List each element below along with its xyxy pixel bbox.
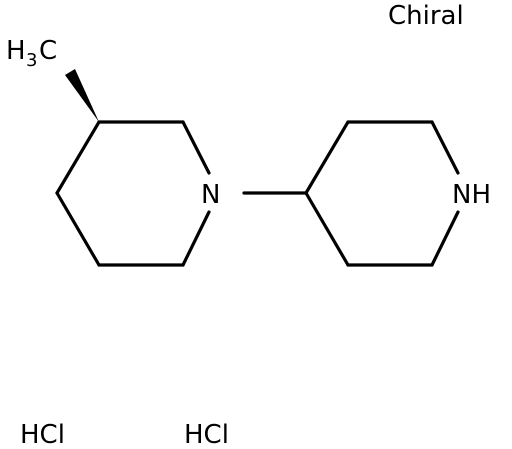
bond-n1-c6 [181, 210, 211, 267]
bond-c4p-c3p [304, 120, 350, 195]
wedge-bond-methyl [65, 69, 99, 122]
bond-c5p-c4p [304, 191, 350, 267]
bond-c2-n1 [181, 120, 211, 175]
methyl-h: H [6, 36, 26, 66]
bond-c4-c3 [55, 120, 101, 195]
methyl-c: C [39, 36, 57, 66]
chiral-annotation: Chiral [388, 1, 464, 31]
bond-c5-c4 [55, 191, 101, 267]
methyl-group-label: H 3 C [6, 36, 57, 71]
piperidine-ring-right [304, 120, 460, 267]
salt-hcl-1: HCl [20, 420, 65, 449]
bond-c2p-n1p [430, 120, 460, 175]
piperidine-ring-left [55, 120, 211, 267]
atom-nh-ring-right: NH [452, 180, 491, 210]
methyl-subscript: 3 [26, 50, 37, 71]
salt-hcl-2: HCl [184, 420, 229, 449]
bond-n1p-c6p [430, 210, 460, 267]
atom-n-ring-left: N [201, 180, 220, 210]
